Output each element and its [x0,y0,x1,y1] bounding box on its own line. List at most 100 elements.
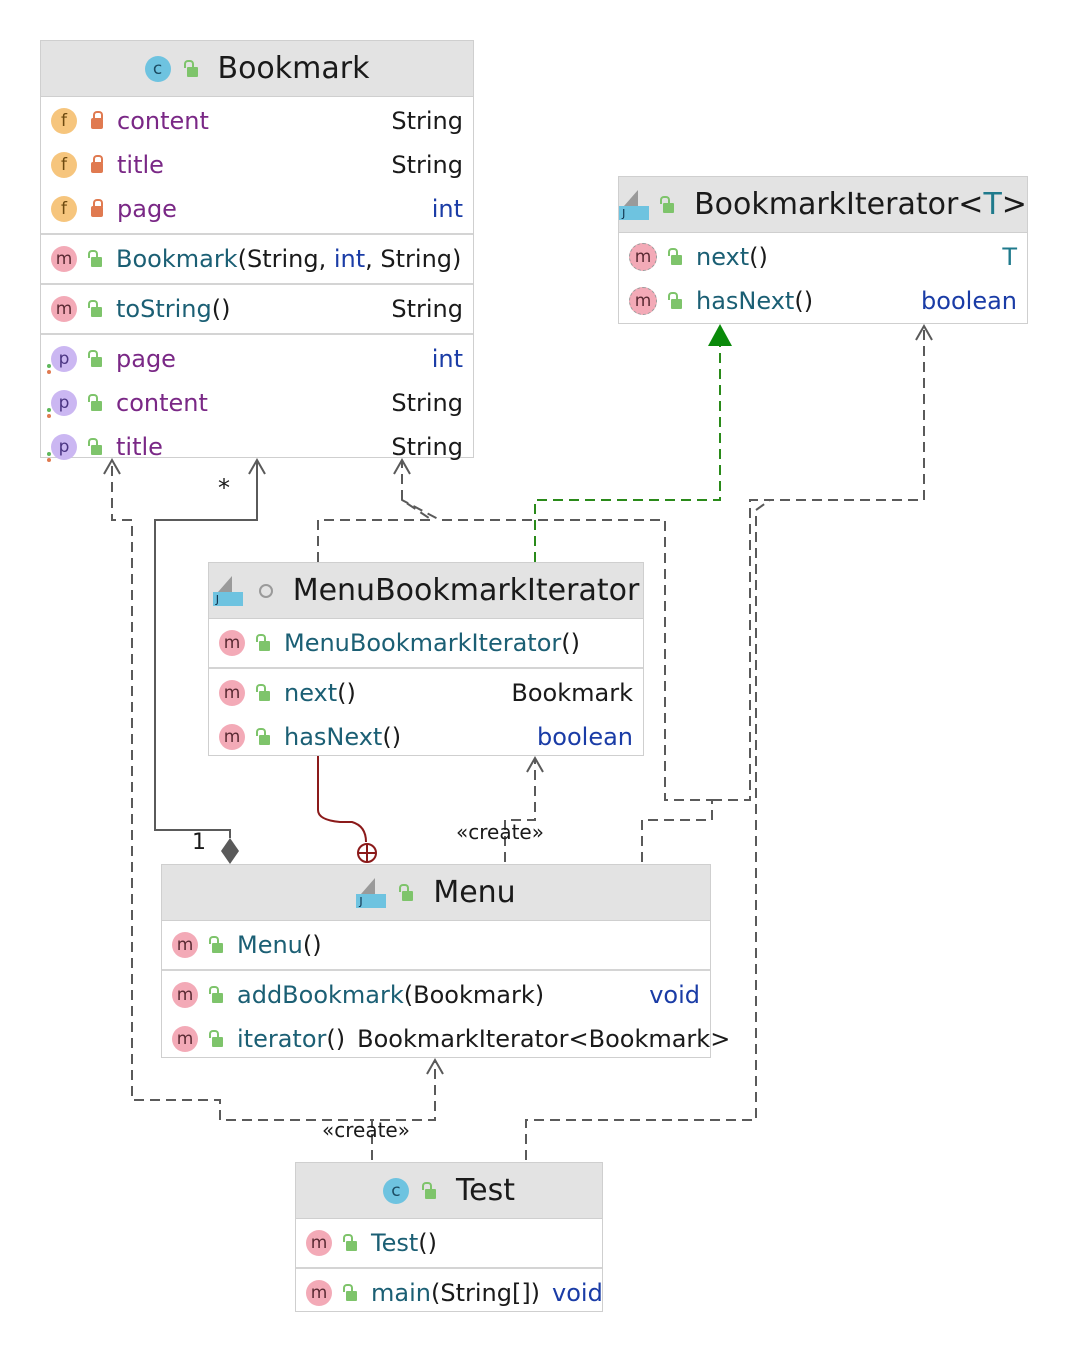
property-type: int [431,345,463,373]
class-menu[interactable]: J Menu m Menu() m addBookmark(Bookmark) … [161,864,730,1061]
interface-bookmarkiterator[interactable]: J BookmarkIterator<T> m next() T m hasNe… [618,176,1028,324]
property-type: String [391,433,463,461]
private-icon [91,198,103,217]
field-name: title [117,151,164,179]
field-name: page [117,195,177,223]
method-row[interactable]: m addBookmark(Bookmark) void [162,973,710,1017]
public-icon [343,1284,357,1301]
method-row[interactable]: m next() T [619,235,1027,279]
property-row[interactable]: p page int [41,337,473,381]
field-icon: f [51,196,77,222]
interface-bookmarkiterator-header: J BookmarkIterator<T> [619,177,1027,233]
package-private-icon [258,583,273,598]
edge-realization [534,346,721,562]
field-icon: f [51,108,77,134]
public-icon [660,195,675,213]
method-name: toString [116,295,212,323]
constructor-name: Test [371,1229,419,1257]
field-row[interactable]: f page int [41,187,473,231]
property-row[interactable]: p title String [41,425,473,469]
multiplicity-one-label: 1 [192,830,206,855]
constructor-row[interactable]: m Menu() [162,923,710,967]
method-row[interactable]: m iterator() BookmarkIterator<Bookmark> [162,1017,730,1061]
method-row[interactable]: m next() Bookmark [209,671,643,715]
constructor-params: (String, [237,245,334,273]
constructor-row[interactable]: m Test() [296,1221,602,1265]
constructor-name: MenuBookmarkIterator [284,629,562,657]
composition-diamond [221,838,239,864]
method-name: addBookmark [237,981,404,1009]
constructor-name: Menu [237,931,303,959]
field-row[interactable]: f title String [41,143,473,187]
public-icon [209,986,223,1003]
class-menubookmarkiterator[interactable]: J MenuBookmarkIterator m MenuBookmarkIte… [208,562,644,756]
constructor-name: Bookmark [116,245,238,273]
method-type: boolean [537,723,633,751]
public-icon [209,1030,223,1047]
public-icon [343,1234,357,1251]
property-name: title [116,433,163,461]
method-icon: m [219,680,245,706]
public-icon [88,250,102,267]
bookmark-properties: p page int p content String p title Stri… [41,335,473,471]
constructor-params-int: int [333,245,366,273]
method-icon: m [51,246,77,272]
edge-inner-class [317,756,367,843]
method-row[interactable]: m main(String[]) void [296,1271,603,1315]
method-row[interactable]: m hasNext() boolean [619,279,1027,323]
public-icon [88,350,102,367]
method-row[interactable]: m toString() String [41,287,473,331]
method-name: main [371,1279,431,1307]
create-iterator-label: «create» [456,820,544,844]
method-params: (String[]) [430,1279,541,1307]
property-icon-letter: p [58,393,70,413]
multiplicity-many-label: * [218,474,230,502]
property-name: content [116,389,208,417]
constructor-row[interactable]: m Bookmark(String, int, String) [41,237,473,281]
class-bookmark-name: Bookmark [217,51,370,86]
field-type: String [391,151,463,179]
public-icon [88,394,102,411]
public-icon [399,883,414,901]
method-name: iterator [237,1025,327,1053]
property-type: String [391,389,463,417]
edge-test-uses-bookmarkiterator [525,499,771,1160]
property-name: page [116,345,176,373]
property-row[interactable]: p content String [41,381,473,425]
class-icon: c [144,55,171,82]
method-params: () [211,295,231,323]
method-type: String [391,295,463,323]
abstract-method-icon: m [629,287,657,315]
edge-menu-creates-iterator [504,758,536,862]
method-row[interactable]: m hasNext() boolean [209,715,643,759]
class-menubookmarkiterator-name: MenuBookmarkIterator [292,573,640,608]
edge-menu-uses-bookmark [401,499,713,862]
public-icon [668,292,682,309]
field-row[interactable]: f content String [41,99,473,143]
test-methods: m main(String[]) void [296,1269,603,1317]
method-params: () [382,723,402,751]
static-method-icon: m [306,1280,332,1306]
class-bookmark-header: c Bookmark [41,41,473,97]
constructor-params-close: , String) [365,245,462,273]
public-icon [256,728,270,745]
property-icon-letter: p [58,349,70,369]
class-test[interactable]: c Test m Test() m main(String[]) void [295,1162,603,1312]
method-icon: m [172,932,198,958]
public-icon [209,936,223,953]
arrowhead-create-menu [426,1057,444,1075]
bookmark-constructors: m Bookmark(String, int, String) [41,235,473,285]
method-name: next [284,679,338,707]
public-icon [256,684,270,701]
class-icon: c [382,1177,409,1204]
field-icon: f [51,152,77,178]
class-bookmark[interactable]: c Bookmark f content String f title Stri… [40,40,474,462]
abstract-method-icon: m [629,243,657,271]
method-icon: m [172,982,198,1008]
edge-test-uses-bookmark [111,460,373,1160]
edge-iterator-uses-bookmark [317,460,436,562]
constructor-row[interactable]: m MenuBookmarkIterator() [209,621,643,665]
method-icon: m [306,1230,332,1256]
arrowhead-menu-bookmark [248,457,266,475]
